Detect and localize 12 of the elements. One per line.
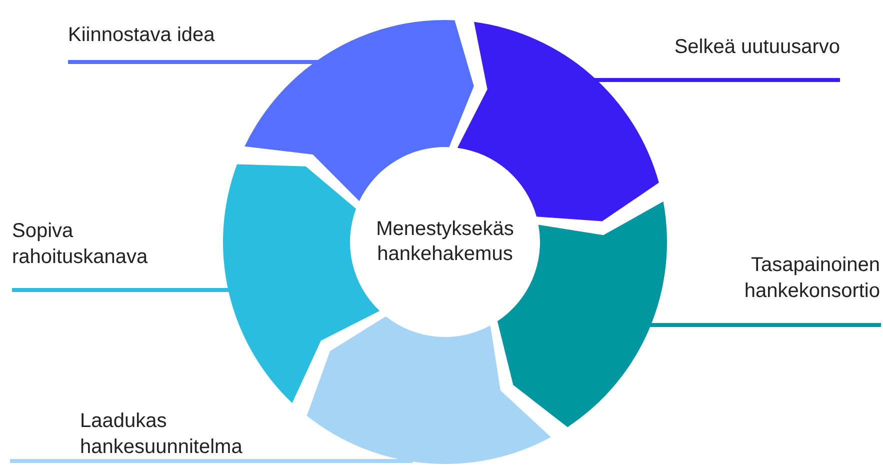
segment-label: Kiinnostava idea (68, 22, 308, 48)
leader-line (68, 60, 320, 64)
leader-line (592, 78, 840, 82)
arrow-segment (306, 316, 551, 464)
leader-line (10, 459, 413, 463)
segment-label: Laadukas hankesuunnitelma (80, 408, 280, 460)
segment-label: Tasapainoinen hankekonsortio (640, 252, 880, 304)
arrow-segment (457, 22, 659, 222)
arrow-segment (244, 20, 474, 202)
segment-label: Selkeä uutuusarvo (600, 34, 840, 60)
segment-label: Sopiva rahoituskanava (12, 218, 212, 270)
center-text: Menestyksekäs hankehakemus (375, 217, 515, 267)
